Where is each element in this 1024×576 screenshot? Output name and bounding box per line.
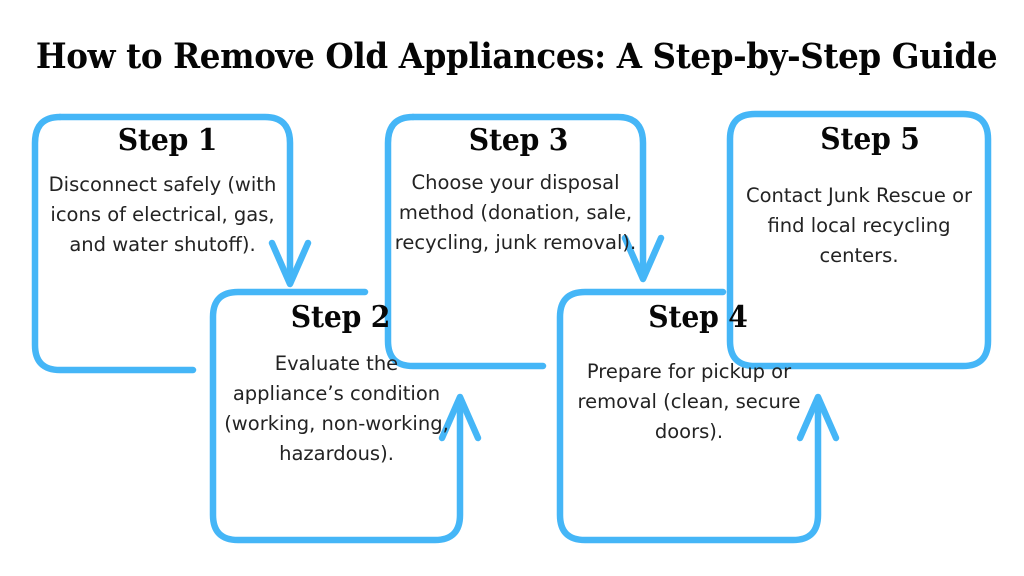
arrow-step4-to-step5-head <box>796 393 840 442</box>
step-card-4[interactable]: Step 4 Prepare for pickup or removal (cl… <box>560 292 818 540</box>
step-3-box-outline <box>384 113 547 370</box>
step-2-body: Evaluate the appliance’s condition (work… <box>224 352 449 465</box>
step-1-heading: Step 1 <box>117 123 218 158</box>
step-2-heading: Step 2 <box>290 300 391 335</box>
step-5-heading: Step 5 <box>820 122 920 157</box>
step-2-box-outline <box>209 288 464 544</box>
arrow-step3-to-step4-shaft <box>409 113 647 282</box>
step-card-1[interactable]: Step 1 Disconnect safely (with icons of … <box>35 117 290 370</box>
step-4-heading: Step 4 <box>648 300 748 335</box>
step-3-heading: Step 3 <box>468 123 569 158</box>
step-card-2[interactable]: Step 2 Evaluate the appliance’s conditio… <box>213 292 460 540</box>
arrow-step3-to-step4-head <box>621 234 665 283</box>
step-5-body: Contact Junk Rescue or find local recycl… <box>745 184 973 267</box>
arrow-step1-to-step2-shaft <box>56 113 294 287</box>
step-5-box-outline <box>726 110 992 370</box>
arrow-step1-to-step2-head <box>268 239 312 288</box>
step-1-body: Disconnect safely (with icons of electri… <box>48 173 277 256</box>
step-3-body: Choose your disposal method (donation, s… <box>394 171 637 254</box>
step-card-5[interactable]: Step 5 Contact Junk Rescue or find local… <box>730 114 988 366</box>
arrow-step2-to-step3-head <box>438 393 482 442</box>
step-4-body: Prepare for pickup or removal (clean, se… <box>577 360 801 443</box>
step-4-box-outline <box>556 288 822 544</box>
step-1-box-outline <box>31 113 197 374</box>
page-title: How to Remove Old Appliances: A Step-by-… <box>35 36 998 77</box>
step-card-3[interactable]: Step 3 Choose your disposal method (dona… <box>388 117 643 366</box>
